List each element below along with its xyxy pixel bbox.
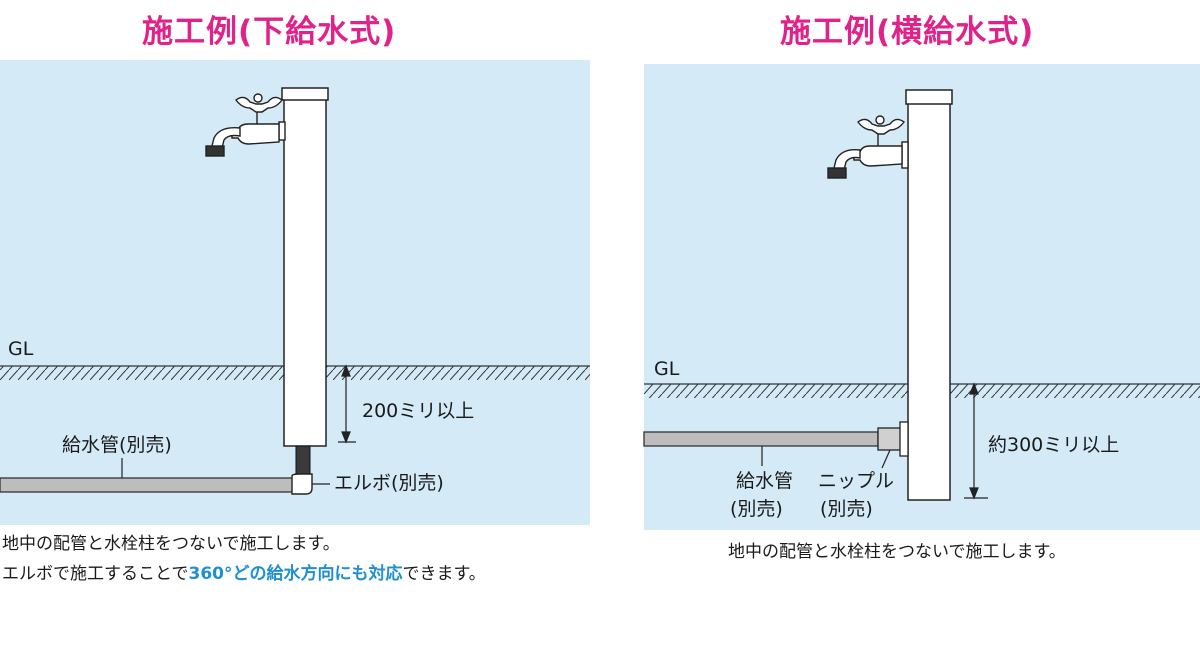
left-caption-line1: 地中の配管と水栓柱をつないで施工します。 [2,534,340,554]
right-gl-label: GL [654,358,680,380]
caption-prefix: エルボで施工することで [2,564,189,584]
right-pipe-label-line1: 給水管 [736,470,794,492]
nipple-leader [881,449,891,469]
supply-pipe [643,431,879,447]
faucet-icon [827,115,909,179]
nipple-label-line2: (別売) [820,498,873,520]
left-depth-label: 200ミリ以上 [362,400,475,422]
right-depth-label: 約300ミリ以上 [988,434,1120,456]
faucet-post [283,89,327,447]
left-gl-label: GL [8,338,34,360]
post-cap [905,89,953,105]
bottom-supply-diagram [0,60,590,525]
depth-dimension [964,382,988,500]
nipple-flange [899,421,909,457]
caption-suffix: できます。 [402,564,486,584]
supply-pipe [0,477,297,493]
post-cap [281,87,329,101]
nipple-label-line1: ニップル [818,470,895,492]
right-caption: 地中の配管と水栓柱をつないで施工します。 [728,542,1066,562]
right-pipe-label-line2: (別売) [730,498,783,520]
faucet-post [907,93,951,501]
faucet-icon [205,93,286,157]
side-supply-diagram [643,64,1200,530]
depth-dimension [338,364,356,444]
left-title: 施工例(下給水式) [142,14,397,50]
elbow-label: エルボ(別売) [334,472,444,494]
elbow-fitting [291,473,313,495]
right-title: 施工例(横給水式) [780,14,1035,50]
left-caption-line2: エルボで施工することで360°どの給水方向にも対応できます。 [2,566,486,583]
left-pipe-label: 給水管(別売) [62,434,172,456]
caption-highlight: 360°どの給水方向にも対応 [188,564,403,584]
